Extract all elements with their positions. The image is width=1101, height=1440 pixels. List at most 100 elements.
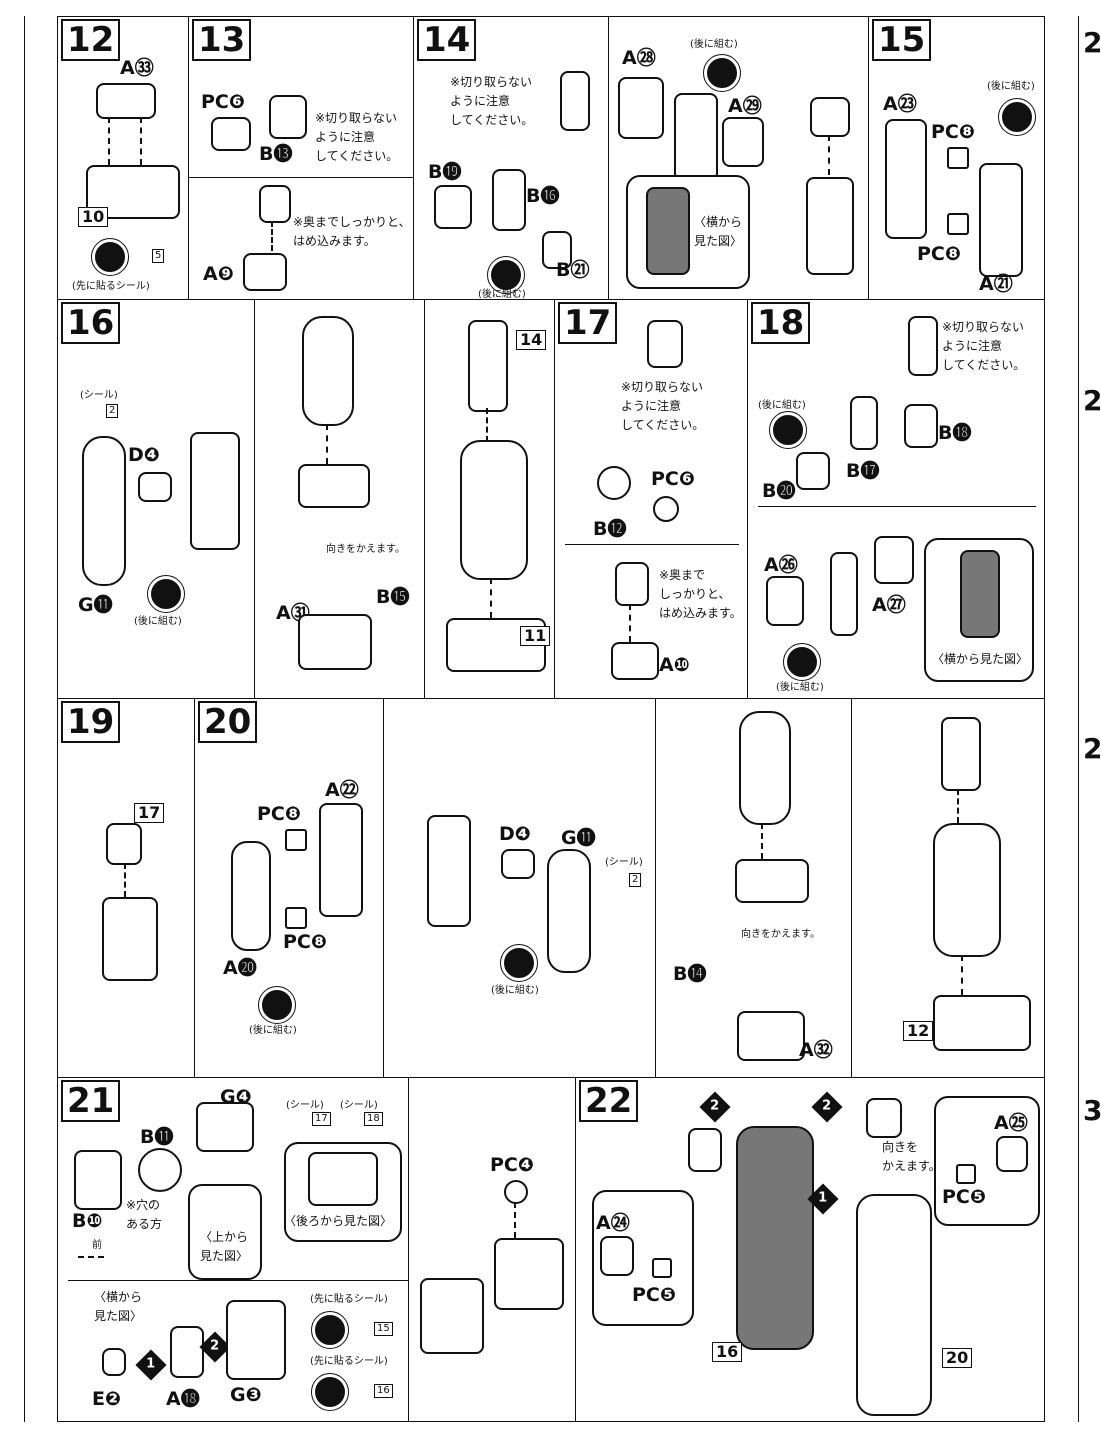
- later-note: (後に組む): [134, 616, 182, 627]
- part-drawing: [947, 213, 969, 235]
- part-drawing: [737, 1011, 805, 1061]
- part-drawing: [285, 907, 307, 929]
- later-assembly-icon: [487, 256, 525, 294]
- step-number: 12: [61, 19, 121, 61]
- step-16-panel: 16 (シール) 2 D❹ G⓫ (後に組む) 向きをかえます。 A㉛ B⓯ 1…: [57, 299, 555, 699]
- later-assembly-icon: [500, 944, 538, 982]
- turn-note: 向きを かえます。: [882, 1140, 941, 1173]
- part-drawing: [885, 119, 927, 239]
- sticker-ref: 16: [374, 1384, 393, 1398]
- right-page-edge: 2 2 2 3: [1078, 16, 1101, 1422]
- part-label: PC❽: [917, 243, 961, 265]
- sticker-icon: [91, 238, 129, 276]
- sticker-icon: [311, 1373, 349, 1411]
- part-drawing: [600, 1236, 634, 1276]
- part-drawing: [947, 147, 969, 169]
- part-drawing: [739, 711, 791, 825]
- step-number: 21: [61, 1080, 121, 1122]
- sticker-ref: 18: [364, 1112, 383, 1126]
- divider: [189, 177, 413, 178]
- later-assembly-icon: [998, 98, 1036, 136]
- side-step-num: 2: [1083, 384, 1101, 417]
- part-drawing: [504, 1180, 528, 1204]
- part-label: B⓯: [376, 586, 410, 608]
- part-label: PC❺: [942, 1186, 986, 1208]
- later-assembly-icon: [769, 411, 807, 449]
- sticker-note: (先に貼るシール): [310, 1294, 388, 1305]
- part-drawing: [460, 440, 528, 580]
- side-step-num: 3: [1083, 1094, 1101, 1127]
- assembly-arrow: [761, 823, 763, 859]
- view-label: 〈横から 見た図〉: [694, 215, 743, 248]
- view-label: 〈横から 見た図〉: [94, 1290, 143, 1323]
- assembly-arrow: [124, 863, 126, 897]
- side-step-num: 2: [1083, 732, 1101, 765]
- divider: [608, 17, 609, 299]
- part-drawing: [102, 897, 158, 981]
- later-assembly-icon: [147, 575, 185, 613]
- part-drawing: [956, 1164, 976, 1184]
- ref-step: 16: [712, 1342, 743, 1362]
- part-drawing: [138, 472, 172, 502]
- part-drawing: [319, 803, 363, 917]
- part-drawing: [979, 163, 1023, 277]
- part-drawing: [904, 404, 938, 448]
- ref-step: 17: [134, 803, 165, 823]
- part-drawing: [96, 83, 156, 119]
- part-label: B⓭: [259, 143, 293, 165]
- turn-note: 向きをかえます。: [741, 929, 820, 940]
- part-drawing: [874, 536, 914, 584]
- part-drawing: [138, 1148, 182, 1192]
- part-label: G⓫: [78, 594, 113, 616]
- part-label: A㉖: [764, 554, 798, 576]
- part-label: A㉕: [994, 1112, 1028, 1134]
- ref-step: 14: [516, 330, 547, 350]
- part-drawing: [420, 1278, 484, 1354]
- part-label: PC❹: [490, 1154, 534, 1176]
- sticker-note: (シール): [605, 857, 643, 868]
- sticker-note: (先に貼るシール): [72, 281, 150, 292]
- part-drawing: [285, 829, 307, 851]
- part-label: D❹: [128, 444, 160, 466]
- later-note: (後に組む): [249, 1025, 297, 1036]
- part-drawing: [653, 496, 679, 522]
- part-drawing: [810, 97, 850, 137]
- part-drawing: [494, 1238, 564, 1310]
- assembly-arrow: [326, 424, 328, 464]
- part-drawing: [618, 77, 664, 139]
- step-number: 13: [192, 19, 252, 61]
- step-13-panel: 13 PC❻ B⓭ ※切り取らない ように注意 してください。 ※奥までしっかり…: [188, 16, 414, 300]
- part-drawing: [434, 185, 472, 229]
- divider: [408, 1078, 409, 1421]
- part-label: PC❺: [632, 1284, 676, 1306]
- part-drawing: [492, 169, 526, 231]
- part-drawing: [231, 841, 271, 951]
- part-drawing: [190, 432, 240, 550]
- assembly-arrow: [629, 604, 631, 642]
- later-note: (後に組む): [478, 289, 526, 300]
- part-label: A⓲: [166, 1388, 200, 1410]
- assembly-arrow: [140, 117, 142, 165]
- part-label: B⓮: [673, 963, 707, 985]
- ref-step: 12: [903, 1021, 934, 1041]
- assembly-arrow: [108, 117, 110, 165]
- view-label: 〈上から 見た図〉: [200, 1230, 249, 1263]
- part-drawing: [302, 316, 354, 426]
- hole-note: ※穴の ある方: [126, 1198, 163, 1231]
- step-number: 17: [558, 302, 618, 344]
- part-label: B⓲: [938, 422, 972, 444]
- step-22-panel: 22 A㉔ PC❺ 2 16 2 1 20 向きを かえます。 A㉕ PC❺: [575, 1077, 1045, 1422]
- part-label: A㉑: [979, 273, 1013, 295]
- part-drawing: [298, 614, 372, 670]
- step-marker-1: 1: [135, 1349, 167, 1381]
- part-label: PC❻: [201, 91, 245, 113]
- part-drawing: [615, 562, 649, 606]
- part-label: A㉘: [622, 47, 656, 69]
- assembly-arrow: [957, 789, 959, 823]
- step-21-panel: 21 G❹ B⓫ B❿ ※穴の ある方 前 〈上から 見た図〉 (シール) 17…: [57, 1077, 576, 1422]
- ref-step: 10: [78, 207, 109, 227]
- leg-drawing: [856, 1194, 932, 1416]
- part-label: A⓴: [223, 957, 257, 979]
- divider: [424, 300, 425, 698]
- assembly-arrow: [828, 135, 830, 175]
